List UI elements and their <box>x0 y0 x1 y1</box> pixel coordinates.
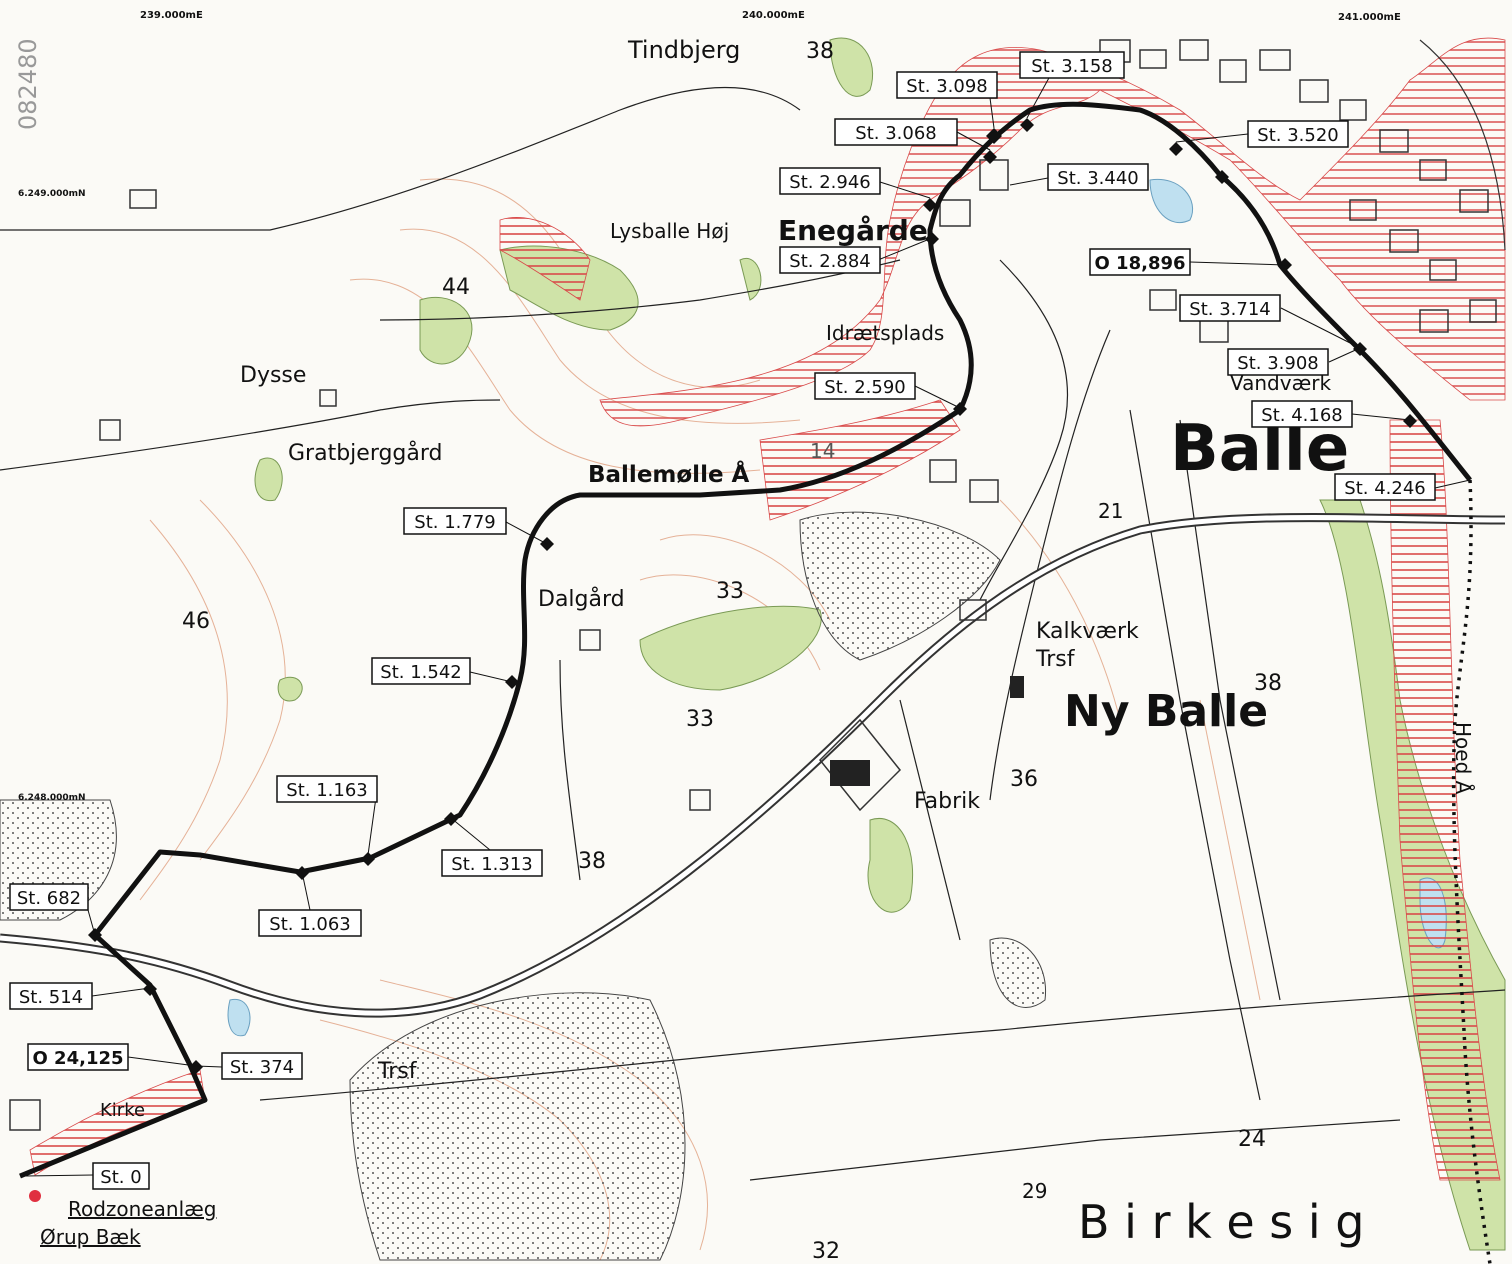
station-label: St. 3.158 <box>1019 51 1125 79</box>
road-network <box>0 86 1506 1181</box>
grid-label-240e: 240.000mE <box>742 10 805 21</box>
grid-label-6249n: 6.249.000mN <box>18 189 86 199</box>
place-gratbjerggaard: Gratbjerggård <box>288 440 443 466</box>
station-label: St. 3.440 <box>1047 163 1149 191</box>
place-trsf-kalkvaerk: Trsf <box>1035 647 1076 672</box>
place-idraetsplads: Idrætsplads <box>826 321 944 345</box>
grid-label-241e: 241.000mE <box>1338 12 1401 23</box>
place-hoed-aa: Hoed Å <box>1451 722 1475 795</box>
grid-label-6248n: 6.248.000mN <box>18 793 86 803</box>
place-birkesig: B i r k e s i g <box>1078 1195 1365 1249</box>
station-label-text: St. 4.168 <box>1261 405 1342 426</box>
height-label: 38 <box>806 39 834 64</box>
height-label: 33 <box>716 579 744 604</box>
height-label: 44 <box>442 275 470 300</box>
station-label-text: St. 3.714 <box>1189 299 1270 320</box>
ballemolle-aa-river-route <box>19 101 1472 1179</box>
station-label-text: St. 2.946 <box>789 172 870 193</box>
station-label-text: St. 3.098 <box>906 76 987 97</box>
station-label: St. 3.098 <box>896 71 998 99</box>
dotted-areas <box>0 511 1047 1261</box>
place-ny-balle: Ny Balle <box>1064 686 1268 737</box>
height-label: 32 <box>812 1239 840 1264</box>
place-kalkvaerk: Kalkværk <box>1036 619 1139 644</box>
station-label: St. 3.520 <box>1247 120 1349 148</box>
station-label-text: St. 2.590 <box>824 377 905 398</box>
station-label-text: St. 374 <box>230 1057 294 1078</box>
hoed-aa-boundary <box>1451 479 1492 1264</box>
station-label-text: St. 514 <box>19 987 83 1008</box>
station-label-text: St. 682 <box>17 888 81 909</box>
factory-block <box>818 676 1024 812</box>
station-label-text: St. 1.313 <box>451 854 532 875</box>
station-label-text: St. 3.158 <box>1031 56 1112 77</box>
station-label: St. 1.063 <box>258 909 362 937</box>
place-fabrik: Fabrik <box>914 789 980 814</box>
place-tindbjerg: Tindbjerg <box>627 36 740 64</box>
place-dalgaard: Dalgård <box>538 586 625 612</box>
legend-rodzoneanlaeg: Rodzoneanlæg <box>68 1197 216 1221</box>
station-label-text: St. 1.163 <box>286 780 367 801</box>
station-label: St. 374 <box>221 1052 303 1080</box>
height-label: 29 <box>1022 1179 1047 1203</box>
height-label: 46 <box>182 609 210 634</box>
station-label-text: St. 3.908 <box>1237 353 1318 374</box>
label-leaders <box>24 75 1471 1177</box>
station-label-text: St. 1.779 <box>414 512 495 533</box>
station-label: St. 514 <box>9 982 93 1010</box>
river-name-label: Ballemølle Å <box>588 460 750 488</box>
height-label: 24 <box>1238 1127 1266 1152</box>
station-label-text: St. 1.542 <box>380 662 461 683</box>
station-label: St. 3.068 <box>834 118 958 146</box>
station-label: St. 3.908 <box>1227 348 1329 376</box>
station-label-text: St. 3.440 <box>1057 168 1138 189</box>
station-label: St. 1.163 <box>276 775 378 803</box>
station-label: St. 2.590 <box>814 372 916 400</box>
station-label: St. 1.779 <box>403 507 507 535</box>
height-label: 21 <box>1098 499 1123 523</box>
hatched-zones <box>29 37 1506 1181</box>
place-trsf-south: Trsf <box>377 1059 418 1084</box>
height-label: 38 <box>1254 671 1282 696</box>
station-labels: St. 3.098 St. 3.158 St. 3.068 St. 3.520 … <box>9 51 1436 1190</box>
height-label: 14 <box>810 439 835 463</box>
station-label: St. 3.714 <box>1179 294 1281 322</box>
station-label: St. 4.168 <box>1251 400 1353 428</box>
height-label: 38 <box>578 849 606 874</box>
height-label: 33 <box>686 707 714 732</box>
main-road <box>0 513 1506 1018</box>
station-label-text: St. 1.063 <box>269 914 350 935</box>
station-label: St. 2.946 <box>779 167 881 195</box>
station-label: St. 2.884 <box>779 246 881 274</box>
station-label: St. 0 <box>92 1162 150 1190</box>
place-lysballe-hoj: Lysballe Høj <box>610 219 729 243</box>
hoed-aa-river-edge <box>1419 39 1506 251</box>
side-reference-number: 082480 <box>14 38 42 130</box>
station-label: St. 1.313 <box>441 849 543 877</box>
station-label: St. 682 <box>9 883 89 911</box>
station-label-text: O 18,896 <box>1094 253 1185 274</box>
station-label: St. 1.542 <box>371 657 471 685</box>
station-label-text: St. 3.520 <box>1257 125 1338 146</box>
place-kirke: Kirke <box>100 1100 145 1121</box>
station-label-text: St. 3.068 <box>855 123 936 144</box>
station-label-text: St. 0 <box>100 1167 141 1188</box>
station-label: O 18,896 <box>1089 248 1191 276</box>
station-label: St. 4.246 <box>1334 473 1436 501</box>
station-label-text: St. 4.246 <box>1344 478 1425 499</box>
station-label-text: O 24,125 <box>32 1048 123 1069</box>
height-label: 36 <box>1010 767 1038 792</box>
legend-orup-baek: Ørup Bæk <box>40 1225 141 1249</box>
grid-label-239e: 239.000mE <box>140 10 203 21</box>
place-dysse: Dysse <box>240 363 306 388</box>
station-label-text: St. 2.884 <box>789 251 870 272</box>
rodzone-marker-icon <box>29 1190 41 1202</box>
place-enegaarde: Enegårde <box>778 214 928 247</box>
station-label: O 24,125 <box>27 1043 129 1071</box>
